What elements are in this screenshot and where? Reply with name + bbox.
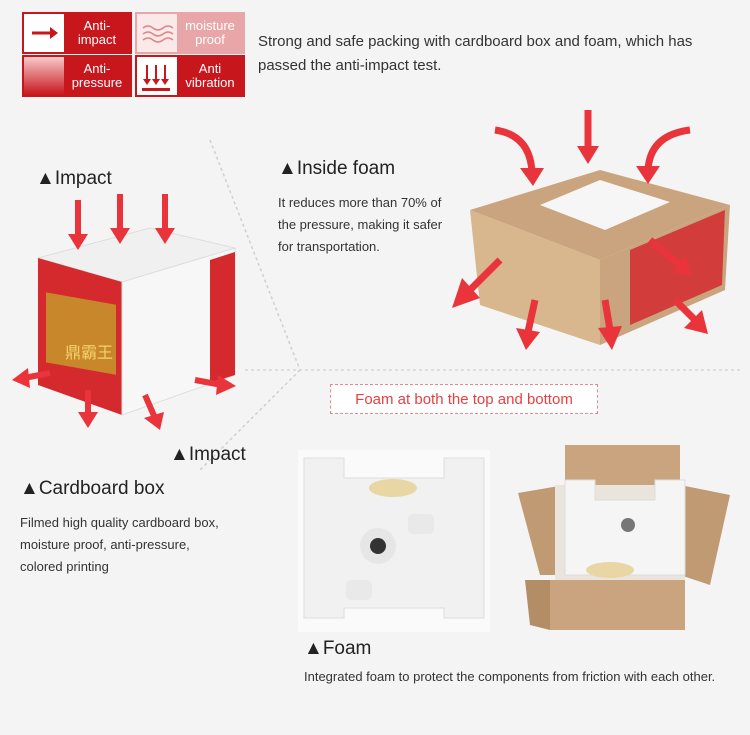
- foam-block-photo: [298, 450, 490, 632]
- anti-pressure-badge: Anti- pressure: [22, 55, 132, 97]
- foam-top-bottom-tag: Foam at both the top and bottom: [330, 384, 598, 414]
- triangle-up-icon: ▲: [20, 478, 39, 499]
- box-with-foam-photo: [518, 445, 730, 630]
- foam-description: Integrated foam to protect the component…: [304, 669, 716, 684]
- moisture-proof-label: moisture proof: [177, 14, 243, 52]
- anti-impact-label: Anti- impact: [64, 14, 130, 52]
- cardboard-box-title: ▲Cardboard box: [20, 478, 165, 499]
- triangle-up-icon: ▲: [36, 168, 55, 189]
- anti-pressure-label: Anti- pressure: [64, 57, 130, 95]
- impact-label-top: ▲Impact: [36, 168, 112, 189]
- pressure-icon: [24, 57, 64, 95]
- anti-vibration-badge: Anti vibration: [135, 55, 245, 97]
- anti-vibration-label: Anti vibration: [177, 57, 243, 95]
- impact-label-bottom: ▲Impact: [170, 444, 246, 465]
- cardboard-box-description: Filmed high quality cardboard box, moist…: [20, 515, 219, 574]
- printed-box-illustration: 鼎霸王: [12, 194, 237, 430]
- inside-foam-description: It reduces more than 70% of the pressure…: [278, 195, 443, 254]
- svg-text:鼎霸王: 鼎霸王: [65, 343, 113, 362]
- vibration-icon: [137, 57, 177, 95]
- triangle-up-icon: ▲: [278, 158, 297, 179]
- foam-title: ▲Foam: [304, 638, 372, 659]
- anti-impact-badge: Anti- impact: [22, 12, 132, 54]
- arrow-right-icon: [24, 14, 64, 52]
- triangle-up-icon: ▲: [170, 444, 189, 465]
- triangle-up-icon: ▲: [304, 638, 323, 659]
- headline: Strong and safe packing with cardboard b…: [258, 33, 693, 74]
- waves-icon: [137, 14, 177, 52]
- moisture-proof-badge: moisture proof: [135, 12, 245, 54]
- inside-foam-title: ▲Inside foam: [278, 158, 396, 179]
- open-box-foam-illustration: [452, 110, 730, 350]
